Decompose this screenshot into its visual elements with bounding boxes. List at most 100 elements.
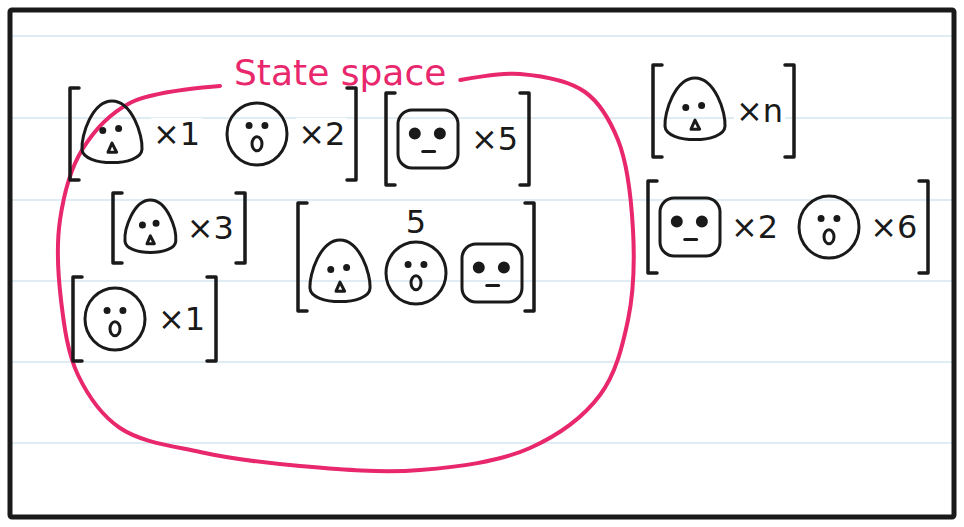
- face-strokes: [799, 196, 859, 258]
- heading-holder: State space: [232, 52, 448, 93]
- bracket-item: ×6: [868, 211, 919, 243]
- multiplicity-label: ×n: [734, 95, 785, 127]
- face-eye: [140, 223, 144, 227]
- face-eye: [700, 103, 704, 107]
- bracket-item: 5: [383, 206, 449, 308]
- round-face: [383, 238, 449, 308]
- face-strokes: [665, 78, 725, 140]
- multiplicity-label: ×5: [469, 123, 520, 155]
- bracket-item: [662, 76, 728, 146]
- bracket-item: [122, 198, 179, 258]
- bracket-item: [79, 99, 145, 169]
- left-bracket: [386, 93, 395, 185]
- multiplicity-label: 5: [404, 206, 428, 238]
- square-face: [459, 238, 525, 308]
- round-outline: [227, 103, 287, 165]
- face-eye: [101, 129, 105, 133]
- face-eye: [697, 217, 706, 226]
- face-mouth: [108, 143, 117, 152]
- multiplicity-label: ×3: [185, 212, 236, 244]
- multiplicity-label: ×2: [729, 211, 780, 243]
- page-frame: [10, 10, 954, 517]
- egg-face: [662, 76, 728, 146]
- egg-outline: [82, 101, 142, 163]
- face-eye: [499, 263, 508, 272]
- bracket-item: ×2: [729, 211, 780, 243]
- right-bracket: [236, 193, 245, 263]
- face-eye: [105, 309, 109, 313]
- right-bracket: [525, 203, 534, 311]
- bracket-item: [224, 99, 290, 169]
- face-strokes: [398, 110, 458, 168]
- egg-face: [79, 99, 145, 169]
- egg-outline: [310, 240, 370, 302]
- face-eye: [474, 263, 483, 272]
- multiset-bracket: ×1 ×2: [67, 85, 359, 183]
- face-strokes: [125, 200, 176, 252]
- bracket-item: ×1: [151, 118, 202, 150]
- multiset-bracket: ×5: [383, 90, 532, 188]
- round-outline: [85, 288, 145, 350]
- square-outline: [462, 244, 522, 302]
- region-heading: State space: [232, 52, 448, 93]
- face-eye: [422, 263, 426, 267]
- round-outline: [386, 242, 446, 304]
- multiplicity-label: ×2: [296, 118, 347, 150]
- multiplicity-label: ×1: [151, 118, 202, 150]
- face-mouth: [423, 150, 435, 153]
- bracket-item: [796, 192, 862, 262]
- multiset-bracket: ×2 ×6: [645, 178, 931, 276]
- face-strokes: [462, 244, 522, 302]
- face-eye: [329, 268, 333, 272]
- square-face: [657, 192, 723, 262]
- egg-outline: [125, 200, 176, 252]
- left-bracket: [648, 181, 657, 273]
- face-strokes: [310, 240, 370, 302]
- face-mouth: [487, 284, 499, 287]
- round-face: [224, 99, 290, 169]
- face-eye: [672, 217, 681, 226]
- face-strokes: [386, 242, 446, 304]
- face-eye: [684, 106, 688, 110]
- round-face: [796, 192, 862, 262]
- right-bracket: [785, 65, 794, 157]
- face-eye: [435, 129, 444, 138]
- face-strokes: [227, 103, 287, 165]
- left-bracket: [113, 193, 122, 263]
- right-bracket: [347, 88, 356, 180]
- right-bracket: [520, 93, 529, 185]
- bracket-item: ×n: [734, 95, 785, 127]
- multiset-bracket: ×n: [650, 62, 797, 160]
- bracket-item: [82, 284, 148, 354]
- face-strokes: [82, 101, 142, 163]
- face-eye: [117, 126, 121, 130]
- bracket-item: [307, 238, 373, 308]
- face-eye: [247, 124, 251, 128]
- face-strokes: [85, 288, 145, 350]
- multiset-bracket: ×1: [70, 274, 219, 364]
- face-mouth: [252, 137, 262, 151]
- face-mouth: [336, 282, 345, 291]
- multiset-bracket: ×3: [110, 190, 248, 266]
- bracket-item: ×2: [296, 118, 347, 150]
- face-mouth: [824, 230, 834, 244]
- egg-face: [307, 238, 373, 308]
- bracket-item: ×3: [185, 212, 236, 244]
- bracket-item: ×5: [469, 123, 520, 155]
- square-outline: [660, 198, 720, 256]
- face-mouth: [147, 236, 154, 244]
- square-outline: [398, 110, 458, 168]
- state-space-region: State space ×1 ×2 ×5 ×3 5 ×1: [55, 50, 640, 480]
- square-face: [395, 104, 461, 174]
- face-mouth: [685, 238, 697, 241]
- bracket-item: ×1: [156, 303, 207, 335]
- left-bracket: [653, 65, 662, 157]
- face-eye: [819, 217, 823, 221]
- face-eye: [410, 129, 419, 138]
- face-eye: [121, 309, 125, 313]
- face-eye: [406, 263, 410, 267]
- stack-item: [383, 238, 449, 308]
- egg-face: [122, 198, 179, 258]
- bracket-item: [657, 192, 723, 262]
